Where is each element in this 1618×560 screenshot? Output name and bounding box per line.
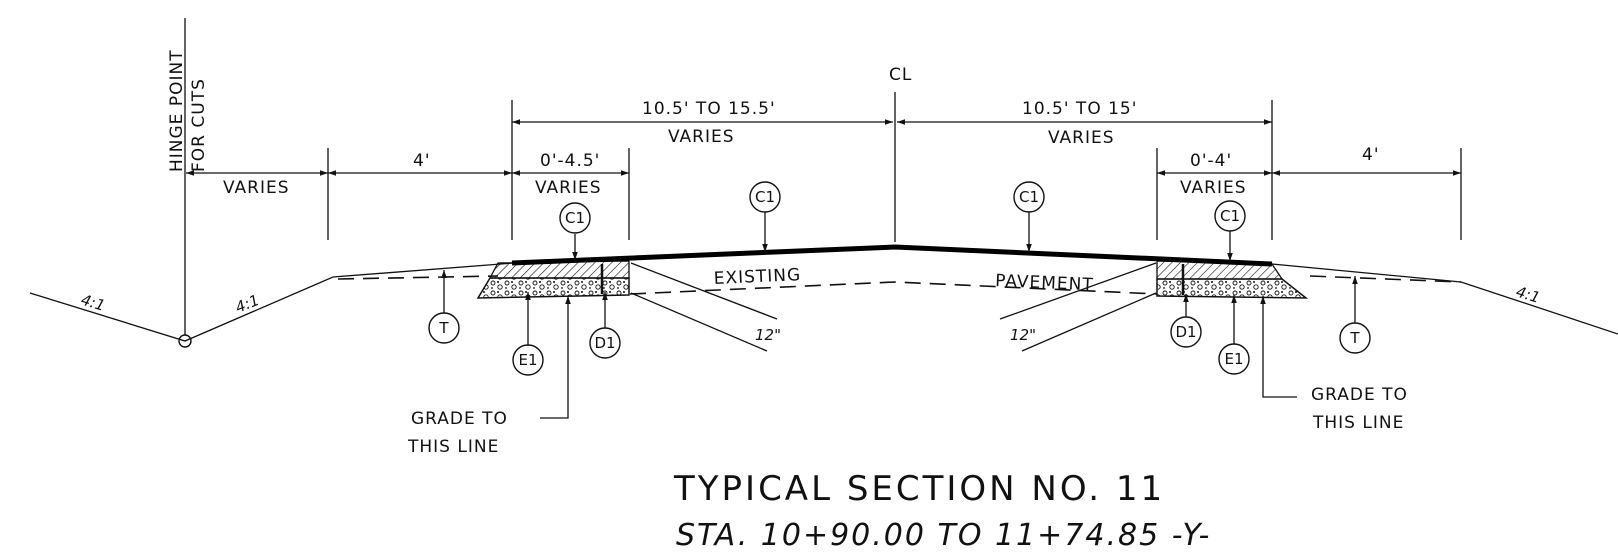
callout-c1-lane-left-text: C1 <box>755 188 775 206</box>
hinge-line-1: HINGE POINT <box>167 49 187 172</box>
callout-c1-right: C1 <box>1214 200 1246 232</box>
callout-d1-left-text: D1 <box>594 334 615 352</box>
pavement-label: PAVEMENT <box>995 271 1094 295</box>
callout-leaders <box>441 211 1358 419</box>
callout-e1-right: E1 <box>1218 343 1250 375</box>
callout-c1-left-text: C1 <box>565 209 585 227</box>
callout-e1-left: E1 <box>512 344 544 376</box>
dim-lane-right-top: 10.5' TO 15' <box>1022 99 1137 119</box>
callout-d1-right: D1 <box>1170 316 1202 348</box>
callout-t-left: T <box>428 312 460 344</box>
slope-label-far-left: 4:1 <box>79 291 107 315</box>
existing-label: EXISTING <box>713 265 801 289</box>
slope-label-far-right: 4:1 <box>1514 283 1542 307</box>
dim-four-right: 4' <box>1362 145 1380 165</box>
finished-pavement-surface <box>511 244 1273 267</box>
left-depth-label: 12" <box>755 326 781 344</box>
right-depth-label: 12" <box>1010 326 1036 344</box>
section-station-range: STA. 10+90.00 TO 11+74.85 -Y- <box>676 518 1211 553</box>
callout-c1-left: C1 <box>559 202 591 234</box>
callout-t-left-text: T <box>438 319 449 337</box>
dim-lane-right-bottom: VARIES <box>1048 128 1115 148</box>
slope-label-inner-left: 4:1 <box>233 291 262 317</box>
right-side-slope <box>1271 263 1618 335</box>
left-widening-surface-layer <box>488 260 630 279</box>
callout-t-right: T <box>1339 322 1371 354</box>
right-ground-dashed <box>1309 275 1462 283</box>
dim-varies-left: VARIES <box>223 178 290 198</box>
callout-e1-right-text: E1 <box>1224 350 1243 368</box>
dim-widen-left-top: 0'-4.5' <box>540 151 600 171</box>
right-depth-line-bottom <box>1021 292 1157 352</box>
dim-widen-right-top: 0'-4' <box>1190 151 1232 171</box>
right-depth-line-top <box>999 262 1157 320</box>
callout-e1-left-text: E1 <box>518 351 537 369</box>
callout-c1-lane-left: C1 <box>749 181 781 213</box>
existing-pavement-dashed <box>629 281 1158 295</box>
dim-lane-left-top: 10.5' TO 15.5' <box>642 99 776 119</box>
grade-note-right-line-1: GRADE TO <box>1311 385 1408 405</box>
callout-d1-left: D1 <box>589 327 621 359</box>
section-title: TYPICAL SECTION NO. 11 <box>673 469 1165 509</box>
left-ground-dashed <box>337 275 499 280</box>
dim-four-left: 4' <box>413 151 431 171</box>
dim-widen-right-bottom: VARIES <box>1180 178 1247 198</box>
callout-c1-lane-right: C1 <box>1013 181 1045 213</box>
callout-c1-lane-right-text: C1 <box>1019 188 1039 206</box>
callout-d1-right-text: D1 <box>1175 323 1196 341</box>
right-widening-base-layer <box>1156 278 1309 299</box>
dim-widen-left-bottom: VARIES <box>535 178 602 198</box>
centerline-symbol: CL <box>889 65 912 85</box>
callout-c1-right-text: C1 <box>1220 207 1240 225</box>
dimension-lines <box>186 119 1461 176</box>
grade-note-left-line-1: GRADE TO <box>411 409 508 429</box>
hinge-point-label: HINGE POINT FOR CUTS <box>167 49 209 172</box>
left-depth-line-top <box>630 262 778 320</box>
hinge-line-2: FOR CUTS <box>189 78 209 172</box>
dim-lane-left-bottom: VARIES <box>668 127 735 147</box>
left-side-slope <box>29 262 515 342</box>
grade-note-left-line-2: THIS LINE <box>407 437 499 457</box>
grade-note-right-line-2: THIS LINE <box>1312 413 1404 433</box>
callout-t-right-text: T <box>1349 329 1360 347</box>
left-depth-line-bottom <box>630 292 768 352</box>
left-widening-base-layer <box>476 277 630 299</box>
